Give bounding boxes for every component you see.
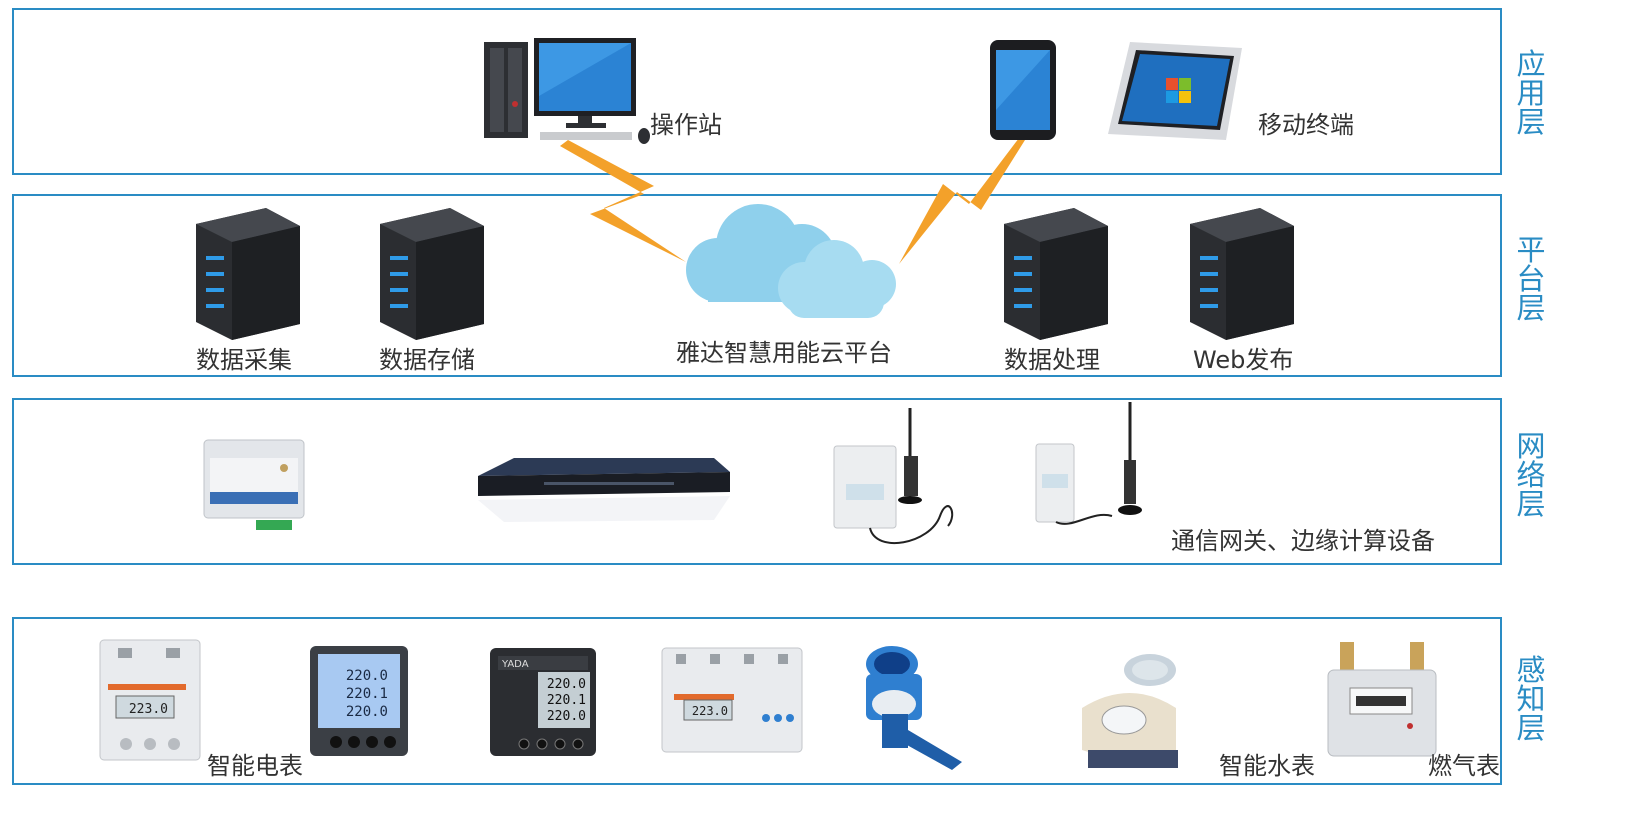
- phone-icon: [990, 40, 1056, 140]
- smart-electric-meter-label: 智能电表: [207, 752, 303, 780]
- layer-name-network: 网络层: [1516, 429, 1546, 521]
- layer-name-application: 应用层: [1516, 47, 1546, 139]
- server-storage-icon: [380, 208, 484, 340]
- gas-meter-icon: [1327, 642, 1437, 757]
- gas-meter-label: 燃气表: [1428, 752, 1500, 780]
- cloud-platform-label: 雅达智慧用能云平台: [676, 339, 892, 367]
- server-collect-icon: [196, 208, 300, 340]
- din-rail-meter-icon: 223.0: [99, 639, 201, 761]
- gateway-edge-label: 通信网关、边缘计算设备: [1171, 527, 1435, 555]
- meter-reading-text: 220.0: [346, 668, 388, 684]
- meter-reading-text: 220.0: [547, 677, 586, 692]
- application-layer: [12, 8, 1502, 175]
- mobile-terminal-label: 移动终端: [1258, 111, 1354, 139]
- data-collection-label: 数据采集: [196, 346, 292, 374]
- meter-reading-text: 220.0: [346, 704, 388, 720]
- data-collector-device-icon: [203, 439, 305, 530]
- multi-channel-meter-icon: 223.0: [661, 647, 803, 753]
- tablet-icon: [1108, 42, 1242, 140]
- cloud-icon: [686, 204, 896, 318]
- meter-reading-text: 220.1: [547, 693, 586, 708]
- rack-gateway-icon: [478, 458, 730, 522]
- layer-name-perception: 感知层: [1516, 653, 1546, 745]
- lightning-right-icon: [899, 138, 1025, 264]
- meter-reading-text: 220.1: [346, 686, 388, 702]
- data-storage-label: 数据存储: [379, 346, 475, 374]
- data-processing-label: 数据处理: [1004, 346, 1100, 374]
- water-meter-prepaid-icon: [1082, 654, 1178, 768]
- meter-reading-text: 223.0: [129, 702, 168, 717]
- server-publish-icon: [1190, 208, 1294, 340]
- workstation-label: 操作站: [650, 111, 722, 139]
- layer-name-platform: 平台层: [1516, 233, 1546, 325]
- water-meter-blue-icon: [866, 646, 962, 770]
- web-publish-label: Web发布: [1193, 346, 1294, 374]
- wireless-meter-left-icon: [833, 408, 954, 544]
- panel-meter-yada-icon: YADA 220.0 220.1 220.0: [490, 648, 596, 756]
- meter-reading-text: 220.0: [547, 709, 586, 724]
- meter-reading-text: 223.0: [692, 704, 728, 718]
- workstation-icon: [484, 38, 650, 144]
- server-process-icon: [1004, 208, 1108, 340]
- wireless-meter-right-icon: [1035, 402, 1142, 525]
- smart-water-meter-label: 智能水表: [1219, 752, 1315, 780]
- lightning-left-icon: [560, 140, 686, 262]
- brand-text: YADA: [501, 659, 529, 670]
- panel-meter-ebbo-icon: 220.0 220.1 220.0: [310, 646, 408, 756]
